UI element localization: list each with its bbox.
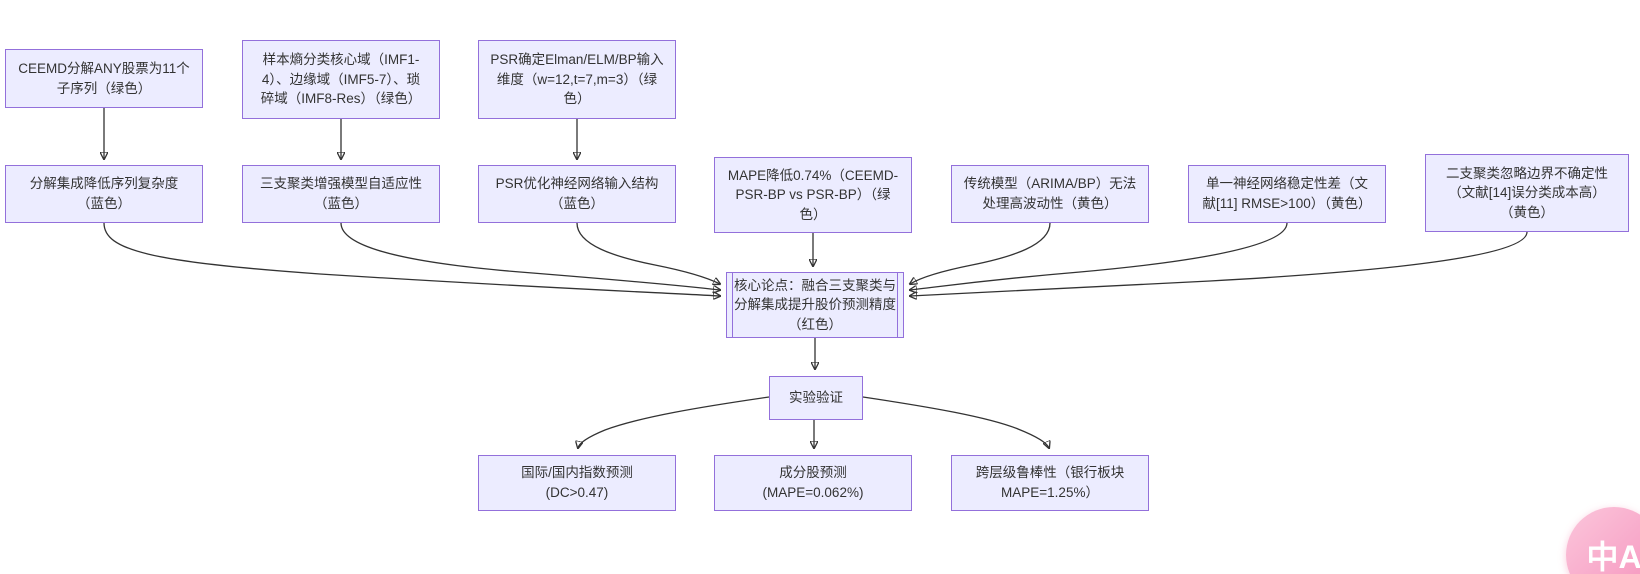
node-sample-entropy-classification: 样本熵分类核心域（IMF1- 4）、边缘域（IMF5-7）、琐 碎域（IMF8-… xyxy=(242,40,440,119)
node-label: 三支聚类增强模型自适应性 （蓝色） xyxy=(260,176,422,211)
node-label: 分解集成降低序列复杂度 （蓝色） xyxy=(29,176,179,211)
node-label: 核心论点：融合三支聚类与 分解集成提升股价预测精度 （红色） xyxy=(734,277,896,332)
node-index-prediction: 国际/国内指数预测 (DC>0.47) xyxy=(478,455,676,511)
node-label: 单一神经网络稳定性差（文 献[11] RMSE>100）（黄色） xyxy=(1202,176,1372,211)
node-three-way-clustering-adaptivity: 三支聚类增强模型自适应性 （蓝色） xyxy=(242,165,440,223)
node-label: 成分股预测 (MAPE=0.062%) xyxy=(762,465,864,500)
node-single-nn-instability: 单一神经网络稳定性差（文 献[11] RMSE>100）（黄色） xyxy=(1188,165,1386,223)
node-psr-optimizes-input-structure: PSR优化神经网络输入结构 （蓝色） xyxy=(478,165,676,223)
node-cross-level-robustness: 跨层级鲁棒性（银行板块 MAPE=1.25%） xyxy=(951,455,1149,511)
node-constituent-stock-prediction: 成分股预测 (MAPE=0.062%) xyxy=(714,455,912,511)
node-label: CEEMD分解ANY股票为11个 子序列（绿色） xyxy=(18,60,190,96)
node-label: 样本熵分类核心域（IMF1- 4）、边缘域（IMF5-7）、琐 碎域（IMF8-… xyxy=(260,52,422,107)
node-label: PSR优化神经网络输入结构 （蓝色） xyxy=(495,176,659,211)
edge-g2-core xyxy=(910,231,1528,296)
node-label: 二支聚类忽略边界不确定性 （文献[14]误分类成本高） （黄色） xyxy=(1446,165,1608,220)
edge-exp-v3 xyxy=(862,396,1049,448)
node-core-thesis: 核心论点：融合三支聚类与 分解集成提升股价预测精度 （红色） xyxy=(726,272,904,338)
node-label: 国际/国内指数预测 (DC>0.47) xyxy=(521,465,633,500)
node-experimental-validation: 实验验证 xyxy=(769,376,863,420)
edge-a2-core xyxy=(103,222,720,296)
node-label: 跨层级鲁棒性（银行板块 MAPE=1.25%） xyxy=(975,465,1125,500)
node-two-way-clustering-limitation: 二支聚类忽略边界不确定性 （文献[14]误分类成本高） （黄色） xyxy=(1425,154,1629,232)
edge-b2-core xyxy=(340,222,720,290)
node-ceemd-decomposition: CEEMD分解ANY股票为11个 子序列（绿色） xyxy=(5,49,203,108)
node-decomposition-reduces-complexity: 分解集成降低序列复杂度 （蓝色） xyxy=(5,165,203,223)
edge-exp-v1 xyxy=(578,396,770,448)
node-label: 实验验证 xyxy=(789,390,843,406)
edge-c2-core xyxy=(576,222,720,284)
node-label: MAPE降低0.74%（CEEMD- PSR-BP vs PSR-BP）（绿 色… xyxy=(727,167,899,222)
node-label: 传统模型（ARIMA/BP）无法 处理高波动性（黄色） xyxy=(963,176,1137,211)
node-traditional-model-limitation: 传统模型（ARIMA/BP）无法 处理高波动性（黄色） xyxy=(951,165,1149,223)
translate-widget-button[interactable]: 中A xyxy=(1566,507,1640,574)
edge-f2-core xyxy=(910,222,1288,290)
node-mape-reduction: MAPE降低0.74%（CEEMD- PSR-BP vs PSR-BP）（绿 色… xyxy=(714,157,912,233)
node-label: PSR确定Elman/ELM/BP输入 维度（w=12,t=7,m=3）（绿 色… xyxy=(490,52,664,107)
edge-e2-core xyxy=(910,222,1051,284)
node-psr-input-dimension: PSR确定Elman/ELM/BP输入 维度（w=12,t=7,m=3）（绿 色… xyxy=(478,40,676,119)
